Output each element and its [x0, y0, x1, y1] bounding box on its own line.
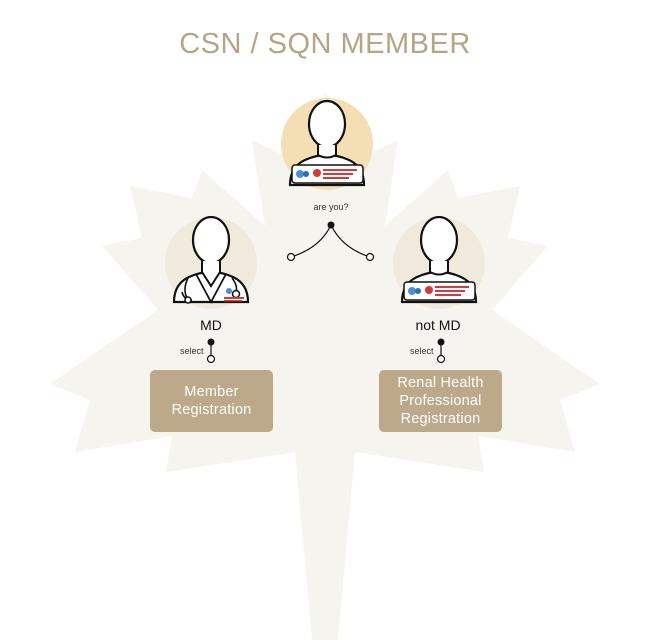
select-label-not-md: select: [410, 346, 434, 356]
md-avatar: [164, 216, 258, 310]
renal-health-professional-registration-label: Renal Health Professional Registration: [397, 375, 484, 427]
md-label: MD: [200, 317, 222, 333]
member-avatar-top: [280, 97, 374, 191]
person-icon: [281, 98, 373, 190]
renal-health-professional-registration-button[interactable]: Renal Health Professional Registration: [379, 370, 502, 432]
member-registration-button[interactable]: Member Registration: [150, 370, 273, 432]
not-md-avatar: [392, 216, 486, 310]
select-label-md: select: [180, 346, 204, 356]
not-md-label: not MD: [415, 317, 461, 333]
question-label: are you?: [313, 202, 349, 212]
page-title: CSN / SQN MEMBER: [179, 28, 471, 60]
doctor-icon: [165, 216, 257, 309]
person-icon: [393, 216, 485, 309]
member-registration-label: Member Registration: [171, 384, 252, 418]
